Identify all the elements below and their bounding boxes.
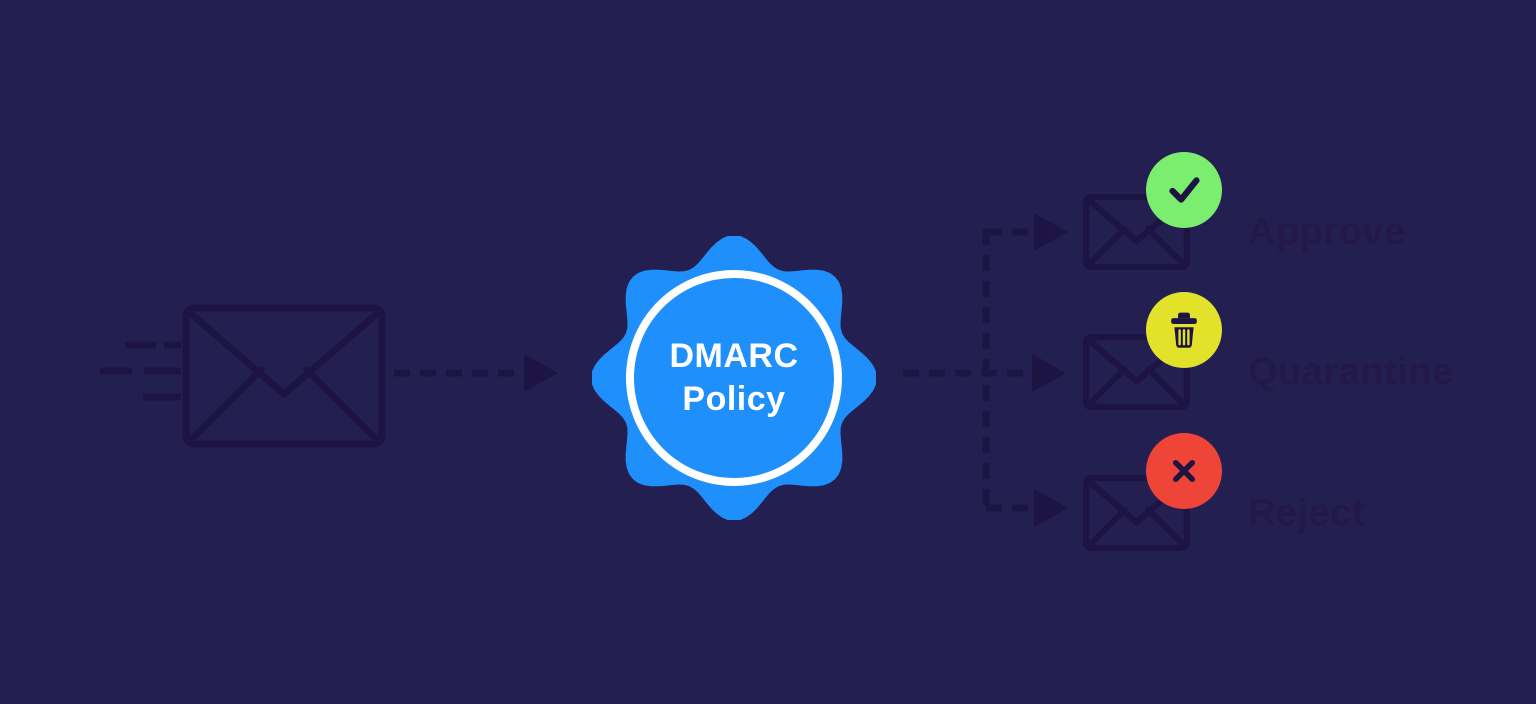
outcome-row-quarantine: Quarantine [1080,292,1520,412]
x-icon [1173,460,1195,482]
check-icon [1169,177,1200,203]
arrow-branch-to-reject [986,489,1068,527]
incoming-email-icon [182,304,386,448]
arrow-incoming-to-badge [394,354,558,392]
reject-label: Reject [1248,491,1366,534]
badge-inner-ring [626,270,842,486]
dmarc-policy-badge: DMARC Policy [592,236,876,520]
quarantine-label: Quarantine [1248,350,1454,393]
badge-title-line1: DMARC [669,337,799,375]
arrow-branch-to-approve [986,213,1068,251]
badge-title-line2: Policy [682,380,786,418]
outcome-row-approve: Approve [1080,152,1520,272]
approve-label: Approve [1248,210,1406,253]
badge-seal-icon [592,236,876,520]
approve-status-badge [1146,152,1222,228]
quarantine-status-badge [1146,292,1222,368]
reject-status-badge [1146,433,1222,509]
badge-title: DMARC Policy [592,236,876,520]
arrow-badge-to-quarantine [903,354,1066,392]
outcome-row-reject: Reject [1080,433,1520,553]
speed-lines-icon [100,341,181,401]
trash-icon [1171,312,1197,348]
